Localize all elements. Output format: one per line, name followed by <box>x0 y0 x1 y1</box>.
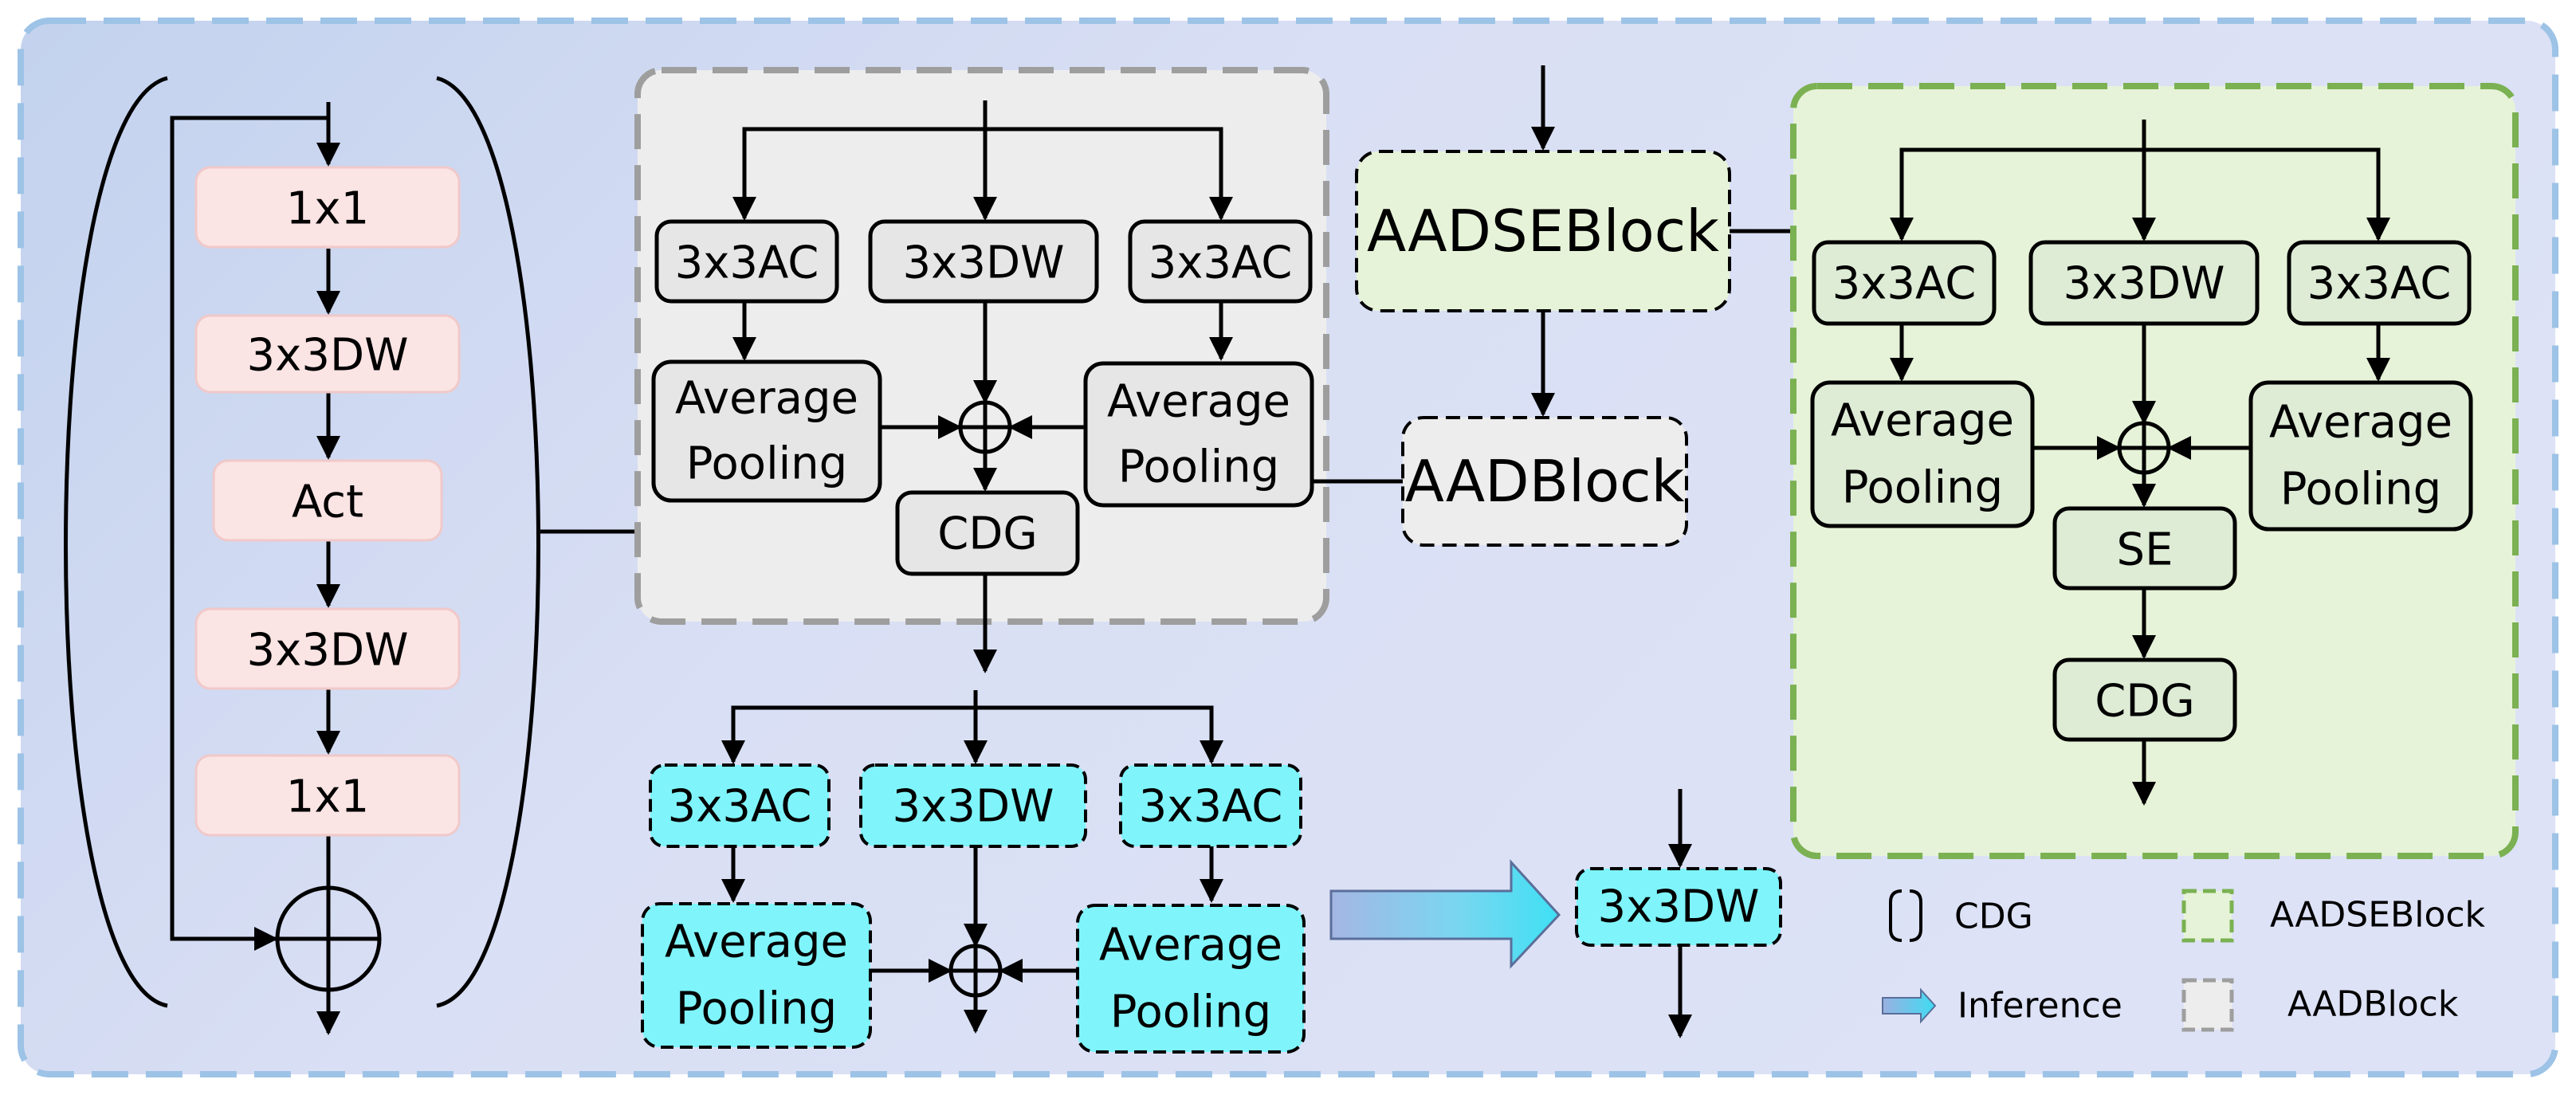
train-right-conv: 3x3AC <box>1119 763 1302 848</box>
train-left-conv-label: 3x3AC <box>668 781 812 833</box>
conv-1x1-bottom: 1x1 <box>194 754 461 837</box>
dwconv-bottom-label: 3x3DW <box>247 625 409 677</box>
legend-inference-label: Inference <box>1958 986 2122 1026</box>
aadse-block-panel: 3x3AC 3x3DW 3x3AC Average Pooling Averag… <box>1790 83 2519 859</box>
branch-line <box>732 127 985 221</box>
aadse-mid-conv-label: 3x3DW <box>2064 258 2225 310</box>
left-parenthesis <box>64 76 168 1008</box>
legend-inference: Inference <box>1882 986 2122 1026</box>
aadse-right-conv-label: 3x3AC <box>2307 258 2452 310</box>
right-parenthesis <box>436 76 540 1008</box>
aad-right-pool-line2: Pooling <box>1118 442 1279 493</box>
aad-cdg-label: CDG <box>937 508 1038 560</box>
se-label: SE <box>2117 524 2174 576</box>
train-branch: 3x3AC 3x3DW 3x3AC Average Pooling Averag… <box>641 690 1306 1054</box>
aad-block-label: AADBlock <box>1405 448 1685 515</box>
aadse-mid-conv: 3x3DW <box>2028 240 2260 326</box>
legend-aadse-label: AADSEBlock <box>2270 895 2486 936</box>
conv-1x1-top: 1x1 <box>194 166 461 249</box>
aadse-left-conv: 3x3AC <box>1812 240 1997 326</box>
aad-block-panel: 3x3AC 3x3DW 3x3AC Average Pooling Averag… <box>634 67 1329 625</box>
legend-gray-swatch <box>2181 978 2234 1032</box>
legend-cdg-label: CDG <box>1954 897 2033 937</box>
aad-sum-node <box>958 400 1012 454</box>
aadse-right-pool: Average Pooling <box>2248 380 2473 532</box>
branch-line <box>976 705 1223 764</box>
aadse-left-pool-line1: Average <box>1831 395 2014 447</box>
aadse-cdg: CDG <box>2052 657 2237 742</box>
act-block: Act <box>212 459 443 542</box>
branch-line <box>1890 147 2144 241</box>
aadse-left-conv-label: 3x3AC <box>1832 258 1977 310</box>
aad-right-conv-label: 3x3AC <box>1149 237 1293 289</box>
aad-left-pool-line1: Average <box>675 373 858 425</box>
aadse-right-pool-line1: Average <box>2269 397 2452 449</box>
aadse-left-pool-line2: Pooling <box>1842 462 2003 514</box>
aad-right-pool-line1: Average <box>1107 376 1290 428</box>
branch-line <box>2144 147 2390 241</box>
train-mid-conv-label: 3x3DW <box>893 781 1054 833</box>
aad-cdg: CDG <box>895 490 1080 576</box>
dwconv-top: 3x3DW <box>194 314 461 394</box>
train-right-pool-line1: Average <box>1099 920 1282 971</box>
train-left-conv: 3x3AC <box>649 763 831 848</box>
legend-bracket-icon <box>1889 889 1903 942</box>
conv-1x1-bottom-label: 1x1 <box>286 771 369 823</box>
branch-line <box>721 705 976 764</box>
legend-arrow-icon <box>1882 987 1937 1024</box>
dwconv-bottom: 3x3DW <box>194 607 461 690</box>
dwconv-top-label: 3x3DW <box>247 330 409 382</box>
inference-dwconv-label: 3x3DW <box>1598 881 1760 933</box>
train-left-pool-line1: Average <box>665 916 848 968</box>
train-left-pool: Average Pooling <box>641 902 872 1049</box>
aadse-left-pool: Average Pooling <box>1810 380 2035 528</box>
se-block: SE <box>2052 506 2237 591</box>
act-label: Act <box>292 477 363 528</box>
aad-right-pool: Average Pooling <box>1083 361 1314 508</box>
aad-left-pool: Average Pooling <box>651 359 882 503</box>
aadse-cdg-label: CDG <box>2095 676 2195 728</box>
legend-aad-label: AADBlock <box>2287 984 2459 1025</box>
cdg-structure: 1x1 3x3DW Act 3x3DW 1x1 <box>64 76 540 1035</box>
train-sum-node <box>948 944 1003 998</box>
aad-left-pool-line2: Pooling <box>686 438 847 490</box>
aadse-right-pool-line2: Pooling <box>2280 464 2441 516</box>
branch-line <box>985 127 1233 221</box>
train-right-pool: Average Pooling <box>1076 904 1306 1054</box>
train-right-pool-line2: Pooling <box>1110 987 1271 1038</box>
train-left-pool-line2: Pooling <box>676 983 837 1035</box>
aadse-right-conv: 3x3AC <box>2287 240 2472 326</box>
legend-green-swatch <box>2181 889 2234 943</box>
legend: CDG AADSEBlock Inference AADBlock <box>1882 889 2486 1032</box>
aad-mid-conv: 3x3DW <box>868 219 1099 304</box>
aad-block-label-box: AADBlock <box>1401 416 1688 547</box>
train-mid-conv: 3x3DW <box>859 763 1087 848</box>
sum-node-large <box>275 885 382 992</box>
aad-left-conv-label: 3x3AC <box>675 237 819 289</box>
legend-cdg: CDG <box>1889 889 2033 942</box>
conv-1x1-top-label: 1x1 <box>286 183 369 235</box>
aadse-sum-node <box>2117 421 2171 475</box>
aad-mid-conv-label: 3x3DW <box>903 237 1065 289</box>
aadse-block-label: AADSEBlock <box>1367 198 1719 265</box>
aadse-block-label-box: AADSEBlock <box>1355 150 1731 312</box>
inference-dwconv: 3x3DW <box>1575 867 1782 947</box>
legend-aad: AADBlock <box>2181 978 2459 1032</box>
aad-right-conv: 3x3AC <box>1128 219 1313 304</box>
skip-connection <box>170 116 328 951</box>
inference-arrow <box>1329 859 1561 969</box>
legend-aadse: AADSEBlock <box>2181 889 2486 943</box>
train-right-conv-label: 3x3AC <box>1139 781 1283 833</box>
legend-bracket-icon <box>1909 889 1922 942</box>
aad-left-conv: 3x3AC <box>654 219 839 304</box>
